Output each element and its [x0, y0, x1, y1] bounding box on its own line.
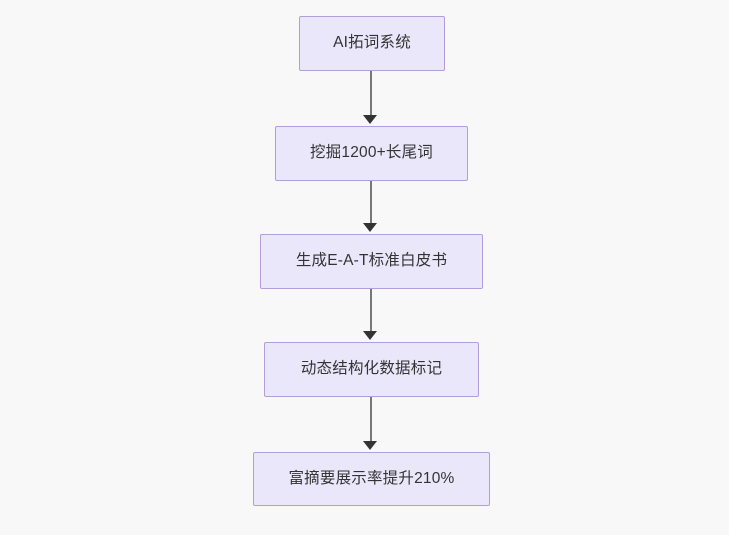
node-label: AI拓词系统	[333, 34, 411, 52]
flowchart-edge-3-arrowhead-icon	[363, 441, 377, 450]
node-label: 挖掘1200+长尾词	[309, 144, 434, 162]
node-label: 动态结构化数据标记	[300, 360, 443, 378]
flowchart-node-mine-longtail-keywords[interactable]: 挖掘1200+长尾词	[275, 126, 468, 181]
flowchart-edge-1-line	[369, 181, 372, 225]
flowchart-node-dynamic-structured-data-markup[interactable]: 动态结构化数据标记	[264, 342, 479, 397]
flowchart-node-generate-eat-whitepaper[interactable]: 生成E-A-T标准白皮书	[260, 234, 483, 289]
node-label: 富摘要展示率提升210%	[288, 469, 455, 487]
flowchart-node-rich-snippet-rate-increase[interactable]: 富摘要展示率提升210%	[253, 452, 490, 506]
flowchart-edge-2-line	[369, 289, 372, 333]
flowchart-edge-3-line	[369, 397, 372, 443]
flowchart-node-ai-keyword-system[interactable]: AI拓词系统	[299, 16, 445, 71]
flowchart-edge-0-arrowhead-icon	[363, 115, 377, 124]
flowchart-edge-1-arrowhead-icon	[363, 223, 377, 232]
flowchart-edge-0-line	[369, 71, 372, 117]
flowchart-edge-2-arrowhead-icon	[363, 331, 377, 340]
node-label: 生成E-A-T标准白皮书	[295, 252, 448, 270]
